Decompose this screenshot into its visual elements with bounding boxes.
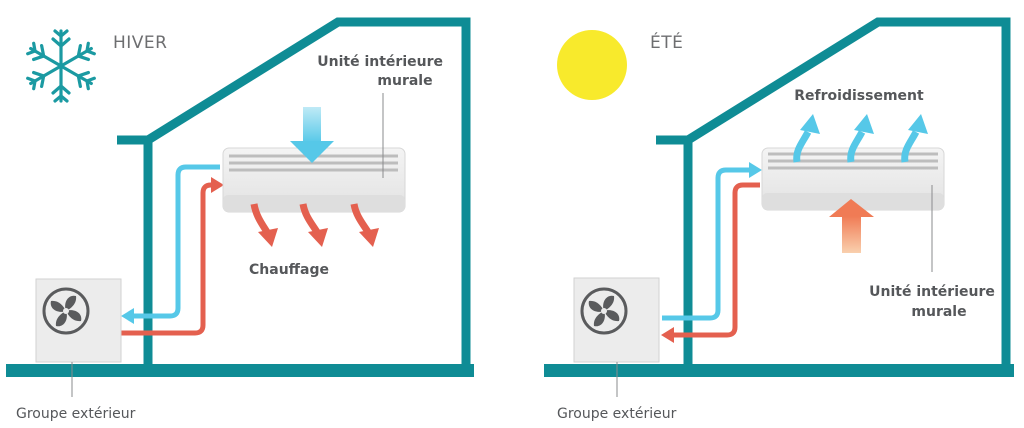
summer-air-intake-arrow [829,199,874,253]
winter-house [117,17,471,370]
winter-pipes [120,164,224,336]
winter-heat-arrowheads [258,228,379,247]
fan-icon [42,287,90,335]
summer-outdoor-label: Groupe extérieur [557,406,677,422]
summer-cooling-arrowheads [800,114,928,134]
winter-season-label: HIVER [113,33,167,53]
summer-indoor-label-2: murale [911,304,966,320]
winter-air-intake-arrow [290,107,334,163]
summer-panel: ÉTÉ [544,17,1014,422]
winter-indoor-label-1: Unité intérieure [317,54,443,70]
summer-cooling-arrows [793,130,920,163]
winter-heat-arrows [250,203,371,234]
summer-pipes [661,162,762,343]
winter-outdoor-label: Groupe extérieur [16,406,136,422]
snowflake-icon [25,29,97,103]
winter-mode-label: Chauffage [249,262,329,278]
summer-indoor-label-1: Unité intérieure [869,284,995,300]
winter-ground [6,364,474,377]
fan-icon [580,287,628,335]
winter-panel: HIVER [6,17,474,422]
summer-season-label: ÉTÉ [650,31,683,53]
winter-indoor-label-2: murale [377,73,432,89]
summer-ground [544,364,1014,377]
summer-outdoor-unit [573,277,660,363]
summer-mode-label: Refroidissement [794,88,924,104]
winter-outdoor-unit [35,278,122,363]
winter-indoor-unit [222,147,406,213]
summer-house [656,17,1011,370]
sun-icon [557,30,627,100]
